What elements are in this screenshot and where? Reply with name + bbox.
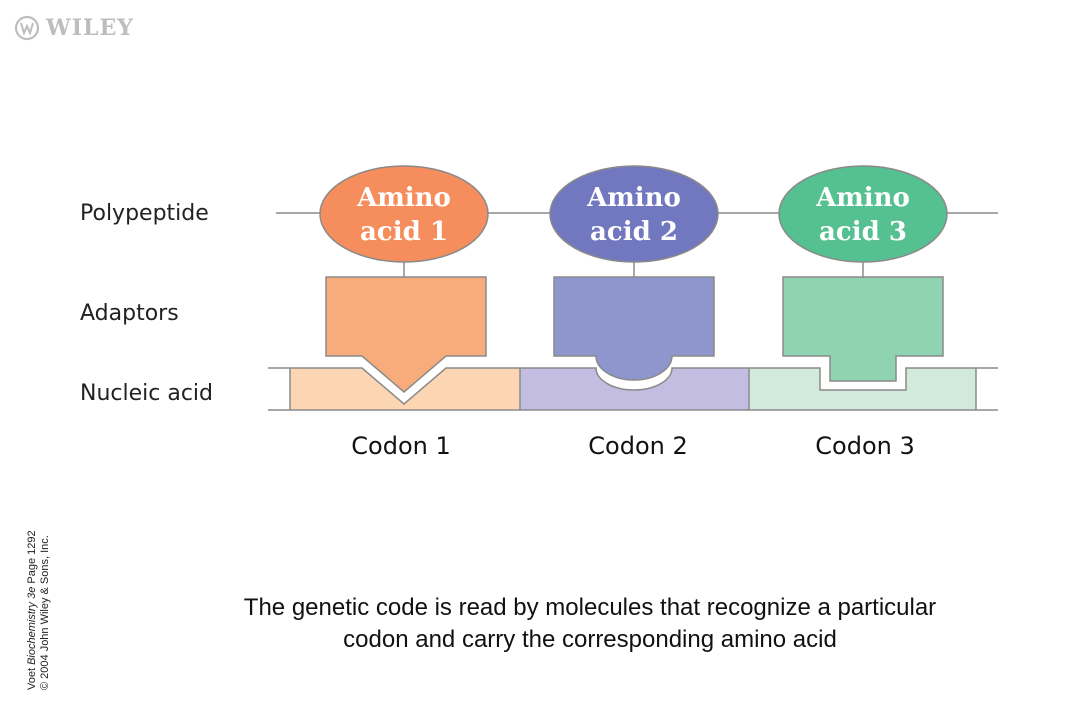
credit-page: Page 1292 bbox=[26, 530, 38, 587]
credit-line-2: © 2004 John Wiley & Sons, Inc. bbox=[39, 535, 51, 690]
unit-3: Amino acid 3 Codon 3 bbox=[778, 165, 948, 460]
slide-caption: The genetic code is read by molecules th… bbox=[60, 592, 1080, 656]
amino-acid-1-label-line1: Amino bbox=[356, 183, 451, 213]
row-label-adaptors: Adaptors bbox=[80, 301, 179, 326]
adaptor-2 bbox=[553, 276, 715, 381]
credit-line-1: Voet Biochemistry 3e Page 1292 bbox=[26, 530, 39, 690]
amino-acid-1-label-line2: acid 1 bbox=[360, 217, 448, 247]
row-label-polypeptide: Polypeptide bbox=[80, 201, 209, 226]
copyright-credit: Voet Biochemistry 3e Page 1292 © 2004 Jo… bbox=[26, 530, 52, 690]
adaptor-1 bbox=[325, 276, 487, 393]
amino-acid-1-circle bbox=[319, 165, 489, 263]
codon-1-label: Codon 1 bbox=[351, 432, 450, 460]
wiley-logo: WILEY bbox=[14, 14, 134, 42]
credit-author: Voet bbox=[26, 664, 38, 690]
codon-2-label: Codon 2 bbox=[588, 432, 687, 460]
codon-3-label: Codon 3 bbox=[815, 432, 914, 460]
wiley-logo-text: WILEY bbox=[46, 15, 134, 41]
amino-acid-2-circle bbox=[549, 165, 719, 263]
caption-line-2: codon and carry the corresponding amino … bbox=[343, 626, 837, 653]
amino-acid-2-label-line1: Amino bbox=[586, 183, 681, 213]
adaptor-3 bbox=[782, 276, 944, 382]
unit-2: Amino acid 2 Codon 2 bbox=[549, 165, 719, 460]
wiley-emblem-icon bbox=[14, 15, 40, 41]
credit-book-title: Biochemistry 3e bbox=[26, 586, 38, 665]
row-label-nucleic-acid: Nucleic acid bbox=[80, 381, 213, 406]
nucleic-acid-outline bbox=[268, 367, 998, 411]
caption-line-1: The genetic code is read by molecules th… bbox=[243, 594, 937, 621]
amino-acid-3-label-line2: acid 3 bbox=[819, 217, 907, 247]
unit-1: Amino acid 1 Codon 1 bbox=[319, 165, 489, 460]
amino-acid-3-label-line1: Amino bbox=[815, 183, 910, 213]
amino-acid-2-label-line2: acid 2 bbox=[590, 217, 678, 247]
amino-acid-3-circle bbox=[778, 165, 948, 263]
